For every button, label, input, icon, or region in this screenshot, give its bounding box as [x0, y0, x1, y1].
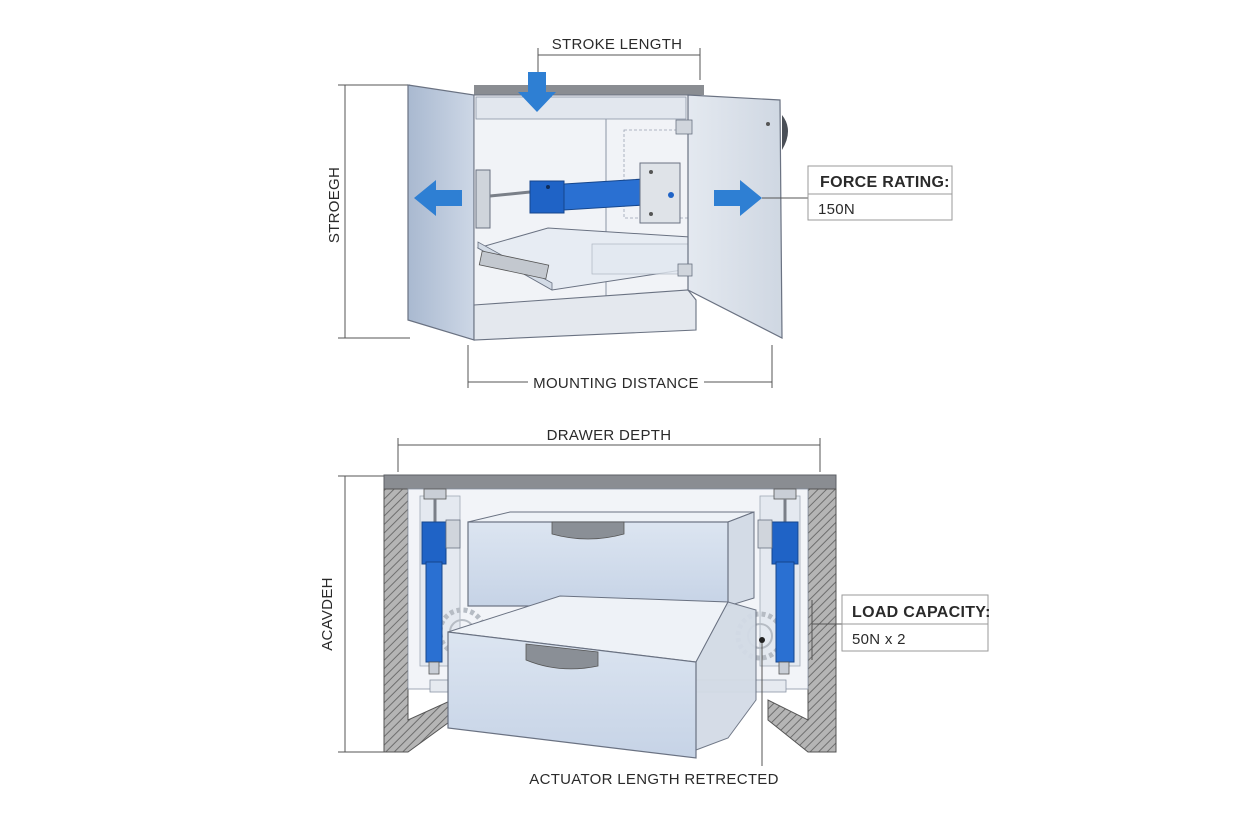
bottom-height-label: ACAVDEH: [319, 577, 336, 651]
lower-drawer-handle: [525, 643, 599, 670]
load-capacity-value: 50N x 2: [852, 631, 906, 648]
bottom-countertop: [383, 474, 837, 490]
mounting-distance-label: MOUNTING DISTANCE: [533, 375, 699, 392]
load-capacity-title: LOAD CAPACITY:: [852, 604, 991, 621]
mounting-distance-dimension: MOUNTING DISTANCE: [467, 345, 773, 392]
right-vertical-actuator: [757, 488, 799, 675]
top-linear-actuator: [529, 162, 681, 224]
force-rating-callout: FORCE RATING: 150N: [762, 165, 953, 221]
top-height-label: STROEGH: [326, 167, 343, 243]
load-capacity-callout: LOAD CAPACITY: 50N x 2: [811, 594, 991, 660]
stroke-length-label: STROKE LENGTH: [552, 36, 683, 53]
cabinet-door: [675, 94, 788, 339]
top-countertop: [474, 85, 704, 95]
bottom-drawer-view: DRAWER DEPTH ACAVDEH: [319, 424, 991, 788]
bottom-height-dimension: ACAVDEH: [319, 475, 386, 753]
left-arrow-icon: [414, 180, 462, 216]
drawer-depth-label: DRAWER DEPTH: [547, 427, 672, 444]
lower-drawer: [447, 595, 757, 759]
top-height-dimension: STROEGH: [326, 84, 410, 339]
force-rating-value: 150N: [818, 201, 855, 218]
drawer-slide-rail: [478, 250, 550, 280]
left-side-panel: [407, 84, 475, 341]
left-vertical-actuator: [421, 488, 461, 675]
force-rating-title: FORCE RATING:: [820, 174, 950, 191]
actuator-mount-plate: [639, 162, 681, 224]
down-arrow-icon: [518, 72, 556, 112]
upper-drawer: [467, 511, 755, 607]
cabinet-base: [473, 289, 697, 341]
upper-drawer-handle: [551, 521, 625, 540]
top-drawer-tray: [476, 227, 736, 291]
top-cabinet-view: STROKE LENGTH STROEGH: [326, 34, 953, 392]
drawer-depth-dimension: DRAWER DEPTH: [397, 424, 821, 472]
stroke-length-dimension: STROKE LENGTH: [537, 34, 701, 80]
door-hinge-icon: [675, 119, 693, 135]
right-arrow-icon: [714, 180, 762, 216]
actuator-length-label: ACTUATOR LENGTH RETRECTED: [529, 771, 778, 788]
